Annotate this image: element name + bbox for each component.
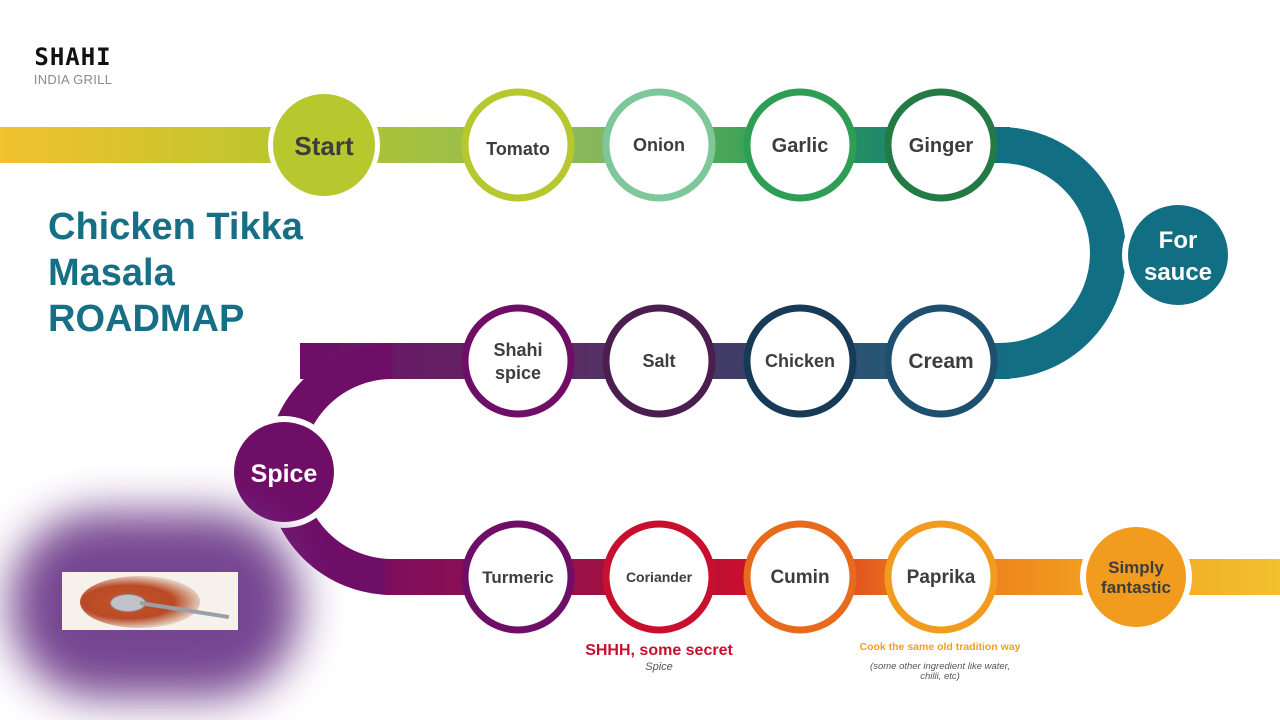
node-garlic: Garlic (743, 88, 857, 202)
node-shahi-spice: Shahi spice (461, 304, 575, 418)
node-tomato-label: Tomato (486, 139, 550, 159)
node-spice: Spice (228, 416, 340, 528)
secret-note: SHHH, some secret Spice (560, 642, 758, 673)
node-cumin-label: Cumin (770, 567, 829, 588)
node-cream-label: Cream (908, 350, 973, 373)
node-for-sauce-label-1: For (1159, 227, 1198, 254)
node-chicken: Chicken (743, 304, 857, 418)
title-line-2: Masala (48, 252, 175, 294)
node-tomato: Tomato (461, 88, 575, 202)
node-ginger-label: Ginger (909, 135, 974, 157)
node-ginger: Ginger (884, 88, 998, 202)
node-paprika: Paprika (884, 520, 998, 634)
node-turmeric-label: Turmeric (482, 568, 554, 587)
node-chicken-label: Chicken (765, 351, 835, 371)
node-garlic-label: Garlic (772, 135, 829, 157)
node-for-sauce: For sauce (1122, 199, 1234, 311)
node-turmeric: Turmeric (461, 520, 575, 634)
node-start-label: Start (294, 131, 354, 161)
node-shahi-label-2: spice (495, 363, 541, 383)
secret-note-sub: Spice (645, 661, 673, 673)
track-right-curve (999, 127, 1126, 379)
node-paprika-label: Paprika (907, 567, 976, 588)
page-title: Chicken Tikka Masala ROADMAP (48, 204, 303, 342)
logo: SHAHI INDIA GRILL (28, 44, 118, 87)
node-simply-fantastic: Simply fantastic (1080, 521, 1192, 633)
tradition-note-sub-1: (some other ingredient like water, (870, 661, 1010, 672)
node-for-sauce-label-2: sauce (1144, 259, 1212, 286)
title-line-3: ROADMAP (48, 298, 245, 340)
node-spice-label: Spice (251, 460, 318, 488)
node-cumin: Cumin (743, 520, 857, 634)
node-simply-label-1: Simply (1108, 558, 1164, 577)
node-onion-label: Onion (633, 135, 685, 155)
logo-name: SHAHI (34, 43, 112, 71)
secret-note-title: SHHH, some secret (585, 642, 733, 659)
tradition-note: Cook the same old tradition way (some ot… (840, 641, 1040, 682)
logo-tagline: INDIA GRILL (33, 72, 113, 87)
node-start: Start (268, 89, 380, 201)
node-coriander-label: Coriander (626, 569, 693, 585)
title-line-1: Chicken Tikka (48, 206, 303, 248)
dish-photo (62, 572, 238, 630)
node-shahi-label-1: Shahi (493, 340, 542, 360)
node-salt: Salt (602, 304, 716, 418)
tradition-note-title: Cook the same old tradition way (859, 641, 1021, 653)
node-salt-label: Salt (642, 351, 675, 371)
node-simply-label-2: fantastic (1101, 578, 1171, 597)
node-cream: Cream (884, 304, 998, 418)
node-onion: Onion (602, 88, 716, 202)
tradition-note-sub-2: chilli, etc) (920, 671, 960, 682)
node-coriander: Coriander (602, 520, 716, 634)
